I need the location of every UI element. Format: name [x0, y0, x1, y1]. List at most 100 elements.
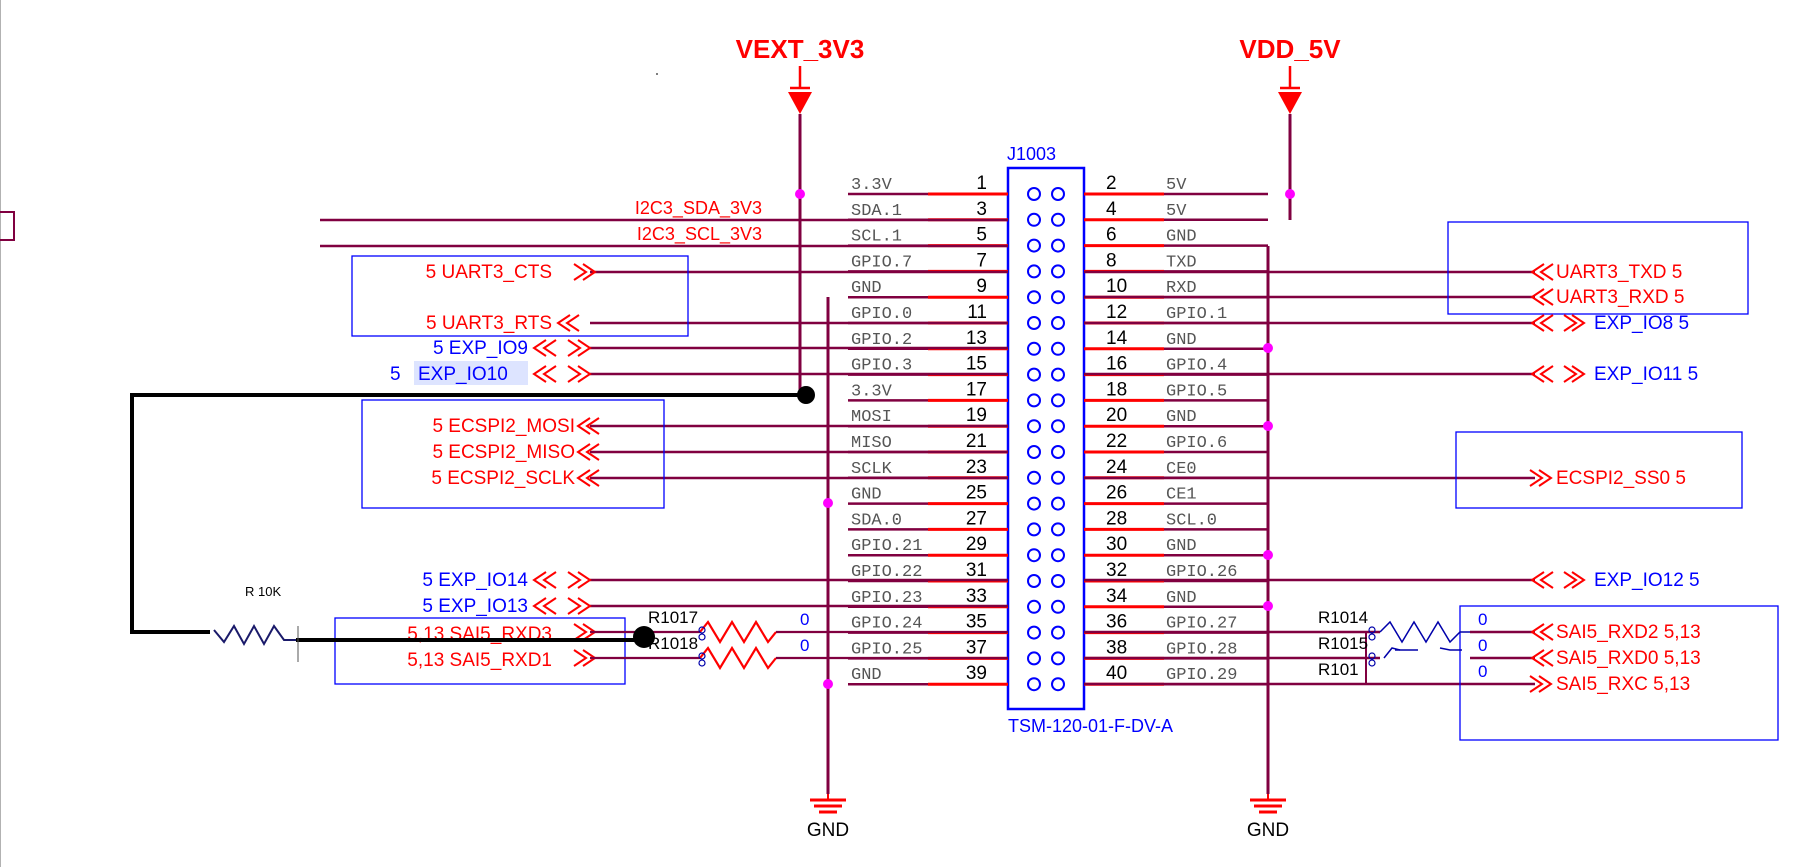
pin-hole-left — [1027, 574, 1041, 588]
pin-number-right: 38 — [1106, 637, 1127, 658]
uart3-rts-label[interactable]: 5 UART3_RTS — [426, 313, 552, 334]
pin-number-right: 30 — [1106, 534, 1127, 555]
pin-name-right: GPIO.28 — [1166, 640, 1237, 659]
ecspi2-miso-label[interactable]: 5 ECSPI2_MISO — [432, 442, 575, 463]
exp-io8-label[interactable]: EXP_IO8 5 — [1594, 313, 1689, 334]
pin-number-right: 18 — [1106, 379, 1127, 400]
pin-name-right: GPIO.27 — [1166, 615, 1237, 634]
pin-name-right: GPIO.1 — [1166, 305, 1227, 324]
sai5-rxd0-label[interactable]: SAI5_RXD0 5,13 — [1556, 648, 1701, 669]
exp-io9-label[interactable]: 5 EXP_IO9 — [433, 338, 528, 359]
uart3-rxd-label[interactable]: UART3_RXD 5 — [1556, 287, 1684, 308]
ecspi2-ss0-label[interactable]: ECSPI2_SS0 5 — [1556, 468, 1686, 489]
uart3-net-box — [351, 255, 689, 337]
pin-name-left: GPIO.7 — [851, 253, 912, 272]
r1016-label: R101 — [1318, 660, 1359, 679]
pin-number-left: 33 — [966, 586, 987, 607]
exp-io13-label[interactable]: 5 EXP_IO13 — [422, 596, 528, 617]
pin-hole-right — [1051, 574, 1065, 588]
sai5-rxc-label[interactable]: SAI5_RXC 5,13 — [1556, 674, 1690, 695]
pin-hole-left — [1027, 367, 1041, 382]
pin-name-left: GPIO.21 — [851, 537, 922, 556]
exp-io10-label[interactable]: EXP_IO10 — [418, 364, 508, 385]
pin-name-left: SCL.1 — [851, 228, 902, 247]
exp-io11-label[interactable]: EXP_IO11 5 — [1594, 364, 1698, 385]
sai5-left-net-box — [334, 617, 626, 685]
r1017-label: R1017 — [648, 608, 698, 627]
pin-number-right: 28 — [1106, 508, 1127, 529]
pin-name-right: GND — [1166, 331, 1197, 350]
pin-name-right: GPIO.6 — [1166, 434, 1227, 453]
pin-name-left: SDA.0 — [851, 511, 902, 530]
pin-number-right: 40 — [1106, 663, 1127, 684]
pin-hole-right — [1051, 290, 1065, 305]
r1014-value: 0 — [1478, 610, 1487, 629]
r10k-label: R 10K — [245, 584, 281, 599]
sai5-rxd2-label[interactable]: SAI5_RXD2 5,13 — [1556, 622, 1701, 643]
vext-3v3-label: VEXT_3V3 — [736, 34, 865, 64]
pin-hole-right — [1051, 187, 1065, 201]
edge-wire-stub — [0, 211, 15, 241]
pin-number-right: 32 — [1106, 560, 1127, 581]
pin-number-right: 12 — [1106, 302, 1127, 323]
connector-part: TSM-120-01-F-DV-A — [1008, 716, 1173, 736]
gnd-right-icon — [1250, 794, 1286, 814]
pin-name-right: GPIO.5 — [1166, 382, 1227, 401]
pin-number-left: 35 — [966, 612, 987, 633]
pin-hole-left — [1027, 290, 1041, 305]
pin-name-left: GPIO.24 — [851, 615, 922, 634]
pullup-junction-bottom — [633, 626, 655, 648]
pin-hole-right — [1051, 419, 1065, 434]
pin-number-left: 3 — [976, 199, 987, 220]
pin-hole-right — [1051, 367, 1065, 382]
r1015-value: 0 — [1478, 636, 1487, 655]
pin-hole-left — [1027, 445, 1041, 459]
gnd-left-label: GND — [807, 820, 849, 841]
pin-name-left: MISO — [851, 434, 892, 453]
exp-io14-label[interactable]: 5 EXP_IO14 — [422, 570, 528, 591]
exp-io12-label[interactable]: EXP_IO12 5 — [1594, 570, 1700, 591]
pin-name-right: GND — [1166, 408, 1197, 427]
uart3-txd-label[interactable]: UART3_TXD 5 — [1556, 262, 1682, 283]
pin-name-right: 5V — [1166, 176, 1187, 195]
pin-number-right: 2 — [1106, 173, 1117, 194]
ecspi2-mosi-label[interactable]: 5 ECSPI2_MOSI — [432, 416, 575, 437]
pin-hole-left — [1027, 677, 1041, 692]
pin-hole-right — [1051, 264, 1065, 279]
pin-hole-right — [1051, 677, 1065, 692]
vext-arrow-icon — [788, 92, 812, 114]
r1018-resistor — [590, 645, 1008, 671]
pin-name-right: CE0 — [1166, 460, 1197, 479]
pin-name-left: GND — [851, 279, 882, 298]
pin-number-left: 5 — [976, 225, 987, 246]
sai5-rxd1-label[interactable]: 5,13 SAI5_RXD1 — [407, 650, 552, 671]
vdd-5v-label: VDD_5V — [1239, 34, 1341, 64]
pin-hole-left — [1027, 238, 1041, 253]
uart3-right-net-box — [1447, 221, 1749, 315]
ecspi2-sclk-label[interactable]: 5 ECSPI2_SCLK — [431, 468, 575, 489]
r1014-resistor — [1379, 620, 1470, 644]
pin-hole-right — [1051, 393, 1065, 408]
pin-hole-left — [1027, 496, 1041, 511]
pin-hole-right — [1051, 522, 1065, 537]
pin-name-left: GPIO.3 — [851, 357, 912, 376]
gnd-right-label: GND — [1247, 820, 1289, 841]
pin-name-left: GPIO.0 — [851, 305, 912, 324]
pin-hole-right — [1051, 341, 1065, 356]
right-port-arrows — [1529, 263, 1586, 693]
pin-hole-right — [1051, 238, 1065, 253]
pin-number-right: 6 — [1106, 225, 1117, 246]
pin-hole-left — [1027, 599, 1041, 614]
pin-hole-left — [1027, 625, 1041, 640]
pin-number-left: 7 — [976, 250, 987, 271]
uart3-cts-label[interactable]: 5 UART3_CTS — [426, 262, 552, 283]
